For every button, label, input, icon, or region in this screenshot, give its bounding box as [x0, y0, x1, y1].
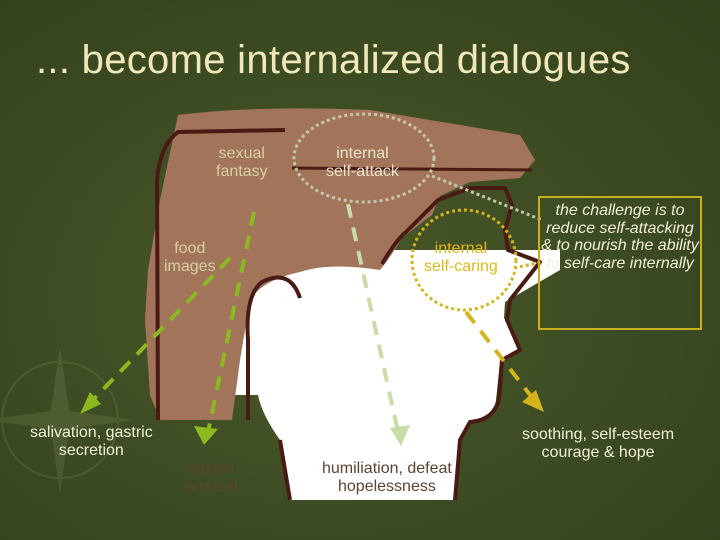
slide-title: ... become internalized dialogues: [36, 38, 631, 83]
compass-watermark: [0, 350, 130, 490]
label-internal-self-caring: internal self-caring: [424, 240, 498, 276]
label-sexual-arousal: sexual arousal: [185, 460, 237, 496]
label-soothing: soothing, self-esteem courage & hope: [522, 426, 674, 462]
label-salivation: salivation, gastric secretion: [30, 424, 153, 460]
label-food-images: food images: [164, 240, 216, 276]
label-internal-self-attack: internal self-attack: [326, 145, 399, 181]
label-sexual-fantasy: sexual fantasy: [216, 145, 268, 181]
label-humiliation: humiliation, defeat hopelessness: [322, 460, 452, 496]
challenge-text: the challenge is to reduce self-attackin…: [540, 202, 700, 272]
